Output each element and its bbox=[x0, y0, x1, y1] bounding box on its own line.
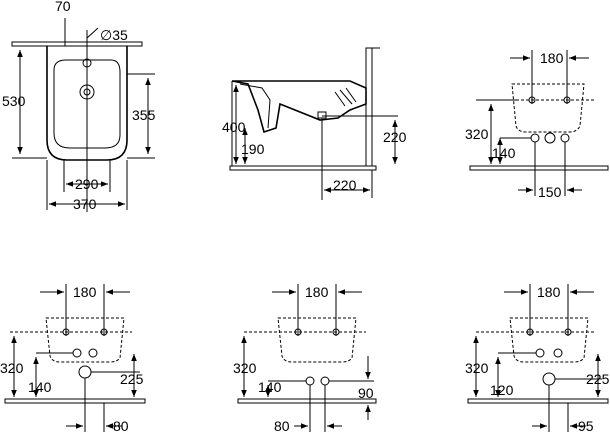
dim-fix-label: 180 bbox=[540, 50, 564, 66]
dim-vert-label: 320 bbox=[233, 360, 257, 376]
dim-offset-label: 95 bbox=[578, 418, 594, 433]
dim-fix-label: 180 bbox=[73, 284, 97, 300]
dim-inner-label: 290 bbox=[75, 176, 99, 192]
dim-drain-label: 225 bbox=[120, 371, 144, 387]
dim-drain-d-label: 220 bbox=[333, 177, 357, 193]
dim-drain-label: 90 bbox=[358, 385, 374, 401]
dim-vert-label: 320 bbox=[465, 360, 489, 376]
dim-pipe-h-label: 140 bbox=[492, 145, 516, 161]
side-view: 400 190 220 220 bbox=[222, 47, 407, 200]
dim-fix-label: 180 bbox=[537, 284, 561, 300]
dim-height-label: 400 bbox=[222, 119, 246, 135]
dim-pipe-h-label: 140 bbox=[258, 379, 282, 395]
dim-top-label: 70 bbox=[55, 0, 71, 14]
rear-view-3: 180 320 140 90 80 bbox=[233, 284, 377, 433]
dim-pipe-label: ∅35 bbox=[100, 27, 128, 43]
dim-vert-label: 320 bbox=[0, 360, 24, 376]
dim-drain-label: 225 bbox=[586, 371, 610, 387]
dim-fix-label: 180 bbox=[305, 284, 329, 300]
dim-bowl-label: 355 bbox=[132, 107, 156, 123]
dim-pipe-h-label: 120 bbox=[490, 382, 514, 398]
dim-drain-h-label: 220 bbox=[383, 129, 407, 145]
dim-width-label: 150 bbox=[538, 184, 562, 200]
dim-height-label: 530 bbox=[2, 93, 26, 109]
rear-view-1: 180 320 140 150 bbox=[465, 50, 609, 200]
rear-view-4: 180 320 120 225 95 bbox=[465, 284, 610, 433]
dim-offset-label: 80 bbox=[274, 418, 290, 433]
dim-pipe-h-label: 140 bbox=[28, 379, 52, 395]
dim-inlet-label: 190 bbox=[241, 141, 265, 157]
dim-width-label: 370 bbox=[73, 196, 97, 212]
rear-view-2: 180 320 140 225 80 bbox=[0, 284, 146, 433]
front-view: 70 ∅35 530 355 290 370 bbox=[2, 0, 156, 212]
dim-offset-label: 80 bbox=[113, 418, 129, 433]
dim-vert-label: 320 bbox=[465, 126, 489, 142]
